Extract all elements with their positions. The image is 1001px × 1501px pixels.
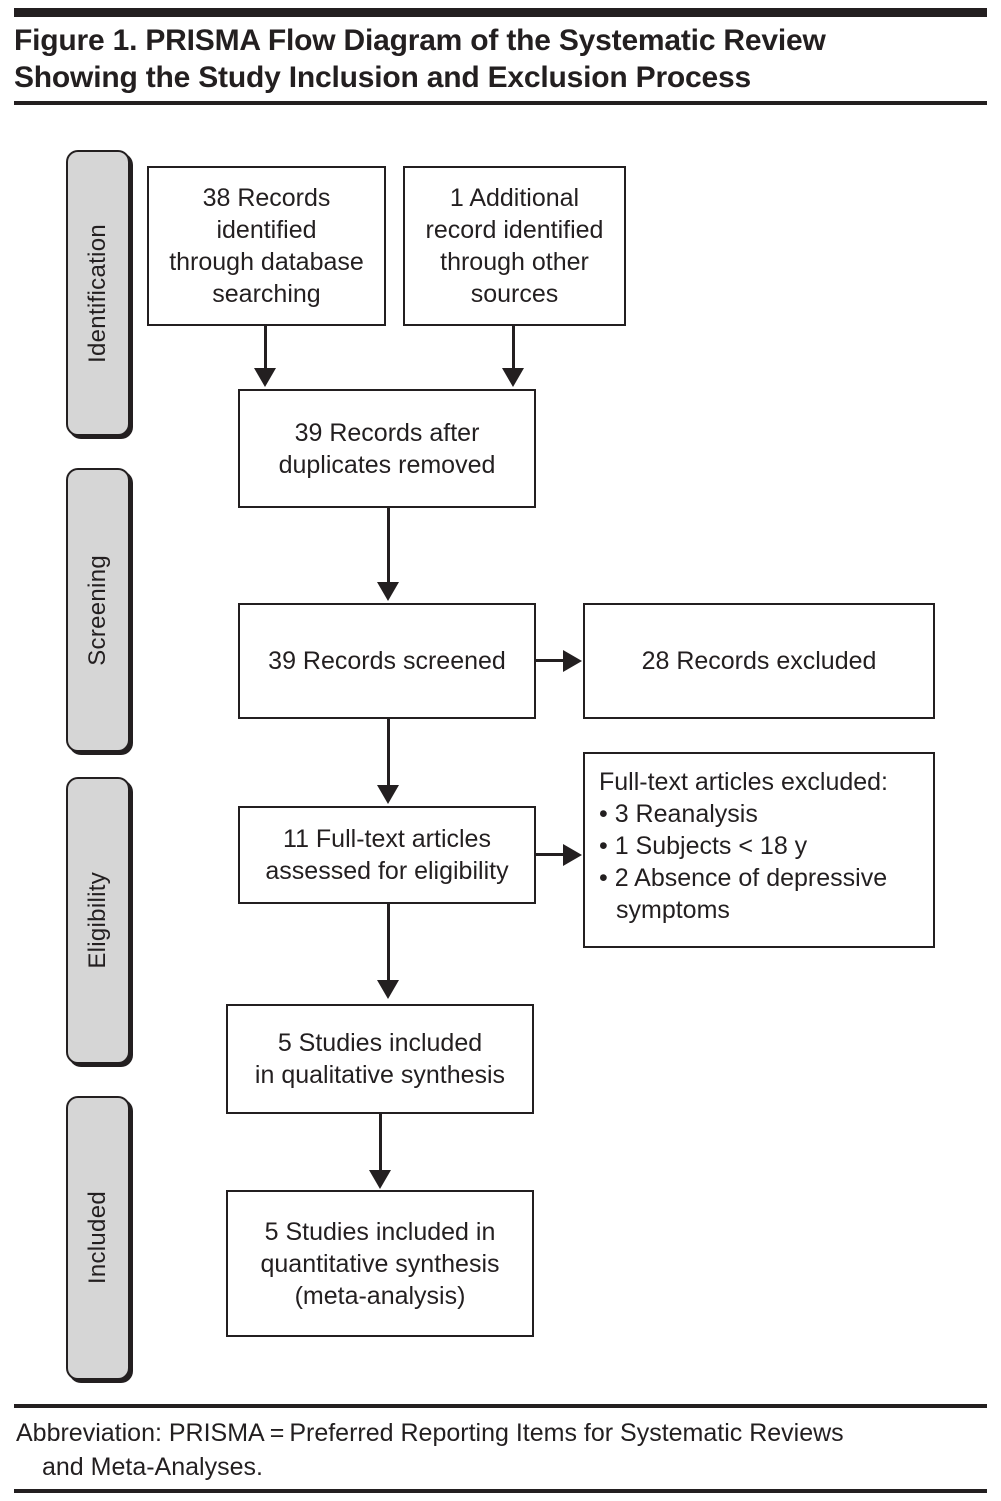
connector-other-to-duplicates-line — [512, 326, 515, 370]
stage-label-included: Included — [84, 1191, 111, 1285]
connector-screened-to-fulltext-line — [387, 719, 390, 787]
stage-tab-screening: Screening — [66, 468, 130, 752]
box-other-records-line-4: sources — [470, 280, 559, 308]
box-fulltext-excluded-item-3-continued: symptoms — [616, 896, 730, 924]
stage-tab-identification: Identification — [66, 150, 130, 436]
stage-label-screening: Screening — [84, 554, 111, 666]
connector-screened-to-excluded-line — [536, 659, 565, 662]
figure-title-line-2: Showing the Study Inclusion and Exclusio… — [14, 61, 751, 94]
box-quantitative-synthesis-line-1: 5 Studies included in — [264, 1217, 496, 1246]
connector-duplicates-to-screened-arrow — [377, 582, 399, 601]
figure-title: Figure 1. PRISMA Flow Diagram of the Sys… — [14, 22, 974, 96]
connector-fulltext-to-qualitative-line — [387, 904, 390, 982]
top-rule — [14, 8, 987, 17]
box-other-records: 1 Additional record identified through o… — [403, 166, 626, 326]
box-fulltext-excluded-item-3: • 2 Absence of depressive — [599, 864, 888, 892]
connector-qualitative-to-quantitative-line — [379, 1114, 382, 1172]
box-records-screened-line-1: 39 Records screened — [268, 647, 506, 675]
box-fulltext-assessed: 11 Full-text articles assessed for eligi… — [238, 806, 536, 904]
connector-qualitative-to-quantitative-arrow — [369, 1170, 391, 1189]
box-records-excluded-line-1: 28 Records excluded — [641, 647, 877, 675]
box-duplicates-removed-line-1: 39 Records after — [294, 418, 480, 447]
connector-fulltext-to-qualitative-arrow — [377, 980, 399, 999]
abbreviation-note-line-2: and Meta-Analyses. — [42, 1453, 263, 1481]
stage-tab-included: Included — [66, 1096, 130, 1380]
connector-screened-to-fulltext-arrow — [377, 785, 399, 804]
connector-fulltext-to-excluded-arrow — [563, 844, 582, 866]
box-database-records-line-2: identified — [216, 216, 317, 244]
box-database-records: 38 Records identified through database s… — [147, 166, 386, 326]
box-qualitative-synthesis-line-1: 5 Studies included — [277, 1029, 483, 1057]
connector-database-to-duplicates-line — [264, 326, 267, 370]
box-fulltext-assessed-line-2: assessed for eligibility — [265, 857, 509, 885]
box-qualitative-synthesis: 5 Studies included in qualitative synthe… — [226, 1004, 534, 1114]
abbreviation-note: Abbreviation: PRISMA = Preferred Reporti… — [16, 1416, 981, 1484]
box-database-records-line-1: 38 Records — [202, 184, 331, 212]
abbreviation-note-line-1: Abbreviation: PRISMA = Preferred Reporti… — [16, 1419, 844, 1447]
box-fulltext-excluded-item-2: • 1 Subjects < 18 y — [599, 832, 808, 860]
title-underline-rule — [14, 101, 987, 105]
connector-other-to-duplicates-arrow — [502, 368, 524, 387]
box-fulltext-excluded-item-1: • 3 Reanalysis — [599, 800, 758, 828]
box-records-excluded: 28 Records excluded — [583, 603, 935, 719]
box-other-records-line-2: record identified — [425, 216, 604, 244]
box-duplicates-removed-line-2: duplicates removed — [278, 450, 496, 479]
box-quantitative-synthesis-line-2: quantitative synthesis — [260, 1249, 500, 1278]
box-other-records-line-3: through other — [440, 248, 589, 276]
box-fulltext-excluded-heading: Full-text articles excluded: — [599, 768, 889, 796]
footnote-bottom-rule — [14, 1489, 987, 1493]
figure-title-line-1: Figure 1. PRISMA Flow Diagram of the Sys… — [14, 24, 826, 57]
stage-label-eligibility: Eligibility — [84, 872, 111, 969]
box-database-records-line-4: searching — [212, 280, 321, 308]
box-quantitative-synthesis-line-3: (meta-analysis) — [294, 1281, 466, 1310]
footnote-top-rule — [14, 1404, 987, 1408]
box-other-records-line-1: 1 Additional — [449, 184, 580, 212]
connector-duplicates-to-screened-line — [387, 508, 390, 584]
box-quantitative-synthesis: 5 Studies included in quantitative synth… — [226, 1190, 534, 1337]
connector-database-to-duplicates-arrow — [254, 368, 276, 387]
stage-tab-eligibility: Eligibility — [66, 777, 130, 1064]
box-fulltext-excluded: Full-text articles excluded: • 3 Reanaly… — [583, 752, 935, 948]
box-records-screened: 39 Records screened — [238, 603, 536, 719]
connector-fulltext-to-excluded-line — [536, 853, 565, 856]
box-duplicates-removed: 39 Records after duplicates removed — [238, 389, 536, 508]
box-qualitative-synthesis-line-2: in qualitative synthesis — [254, 1061, 506, 1089]
stage-label-identification: Identification — [84, 223, 111, 363]
box-fulltext-assessed-line-1: 11 Full-text articles — [283, 825, 491, 853]
box-database-records-line-3: through database — [169, 248, 364, 276]
connector-screened-to-excluded-arrow — [563, 650, 582, 672]
